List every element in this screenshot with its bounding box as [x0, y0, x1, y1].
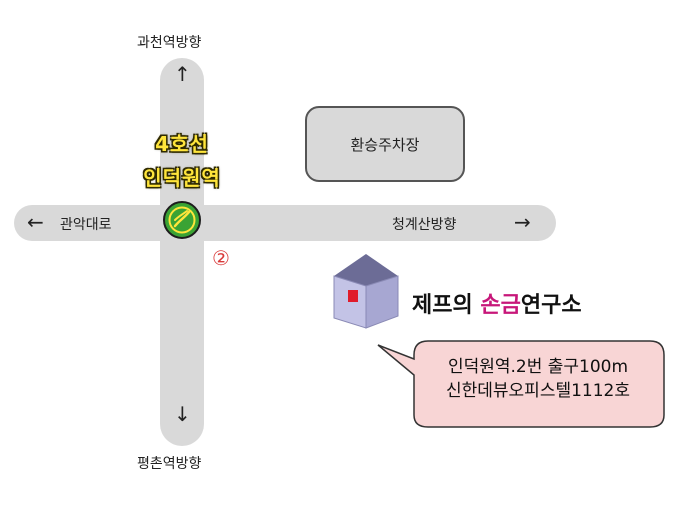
- address-line-1: 인덕원역.2번 출구100m: [447, 357, 629, 377]
- company-name-highlight: 손금: [480, 293, 521, 318]
- arrow-right-icon: →: [514, 210, 531, 234]
- company-name-prefix: 제프의: [412, 293, 481, 318]
- road-vertical: [160, 58, 204, 446]
- company-name-suffix: 연구소: [520, 293, 582, 318]
- exit-number-label: ②: [212, 246, 230, 270]
- transfer-parking-box: 환승주차장: [305, 106, 465, 182]
- station-name-label: 인덕원역: [143, 166, 221, 190]
- building-icon: [333, 254, 399, 329]
- north-direction-label: 과천역방향: [137, 35, 202, 51]
- subway-line-4-icon: [163, 201, 201, 239]
- address-text: 인덕원역.2번 출구100m 신한데뷰오피스텔1112호: [414, 355, 662, 403]
- subway-line-label: 4호선: [155, 132, 209, 156]
- east-direction-label: 청계산방향: [392, 217, 457, 233]
- company-name: 제프의 손금연구소: [412, 287, 582, 319]
- south-direction-label: 평촌역방향: [137, 456, 202, 472]
- arrow-up-icon: ↑: [174, 62, 191, 86]
- address-callout-bubble: [377, 340, 665, 428]
- parking-label: 환승주차장: [350, 135, 420, 154]
- road-horizontal: [14, 205, 556, 241]
- west-direction-label: 관악대로: [60, 217, 112, 233]
- address-line-2: 신한데뷰오피스텔1112호: [445, 381, 631, 401]
- arrow-left-icon: ←: [27, 210, 44, 234]
- arrow-down-icon: ↓: [174, 402, 191, 426]
